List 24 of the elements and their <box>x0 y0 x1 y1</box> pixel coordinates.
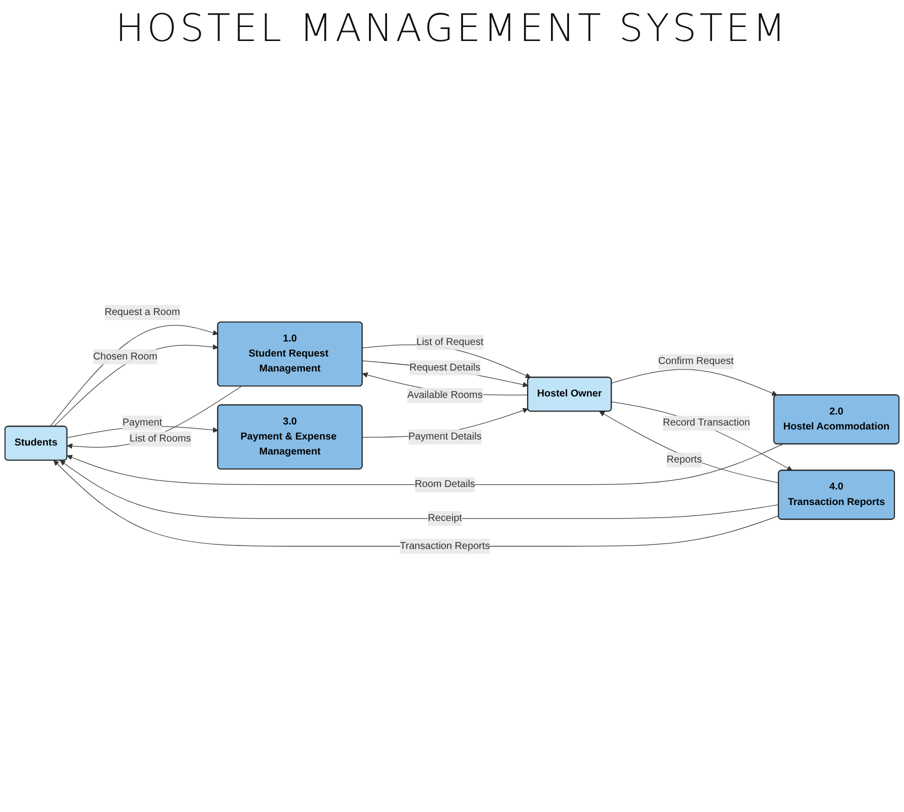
edge-label: Reports <box>666 454 702 464</box>
edge-label: Chosen Room <box>93 350 158 362</box>
arrow <box>54 460 780 546</box>
edge-label: Payment <box>122 417 162 428</box>
arrow <box>362 344 531 378</box>
edge-label: Request a Room <box>104 306 180 318</box>
diagram-title: HOSTEL MANAGEMENT SYSTEM <box>114 6 790 50</box>
arrow <box>60 460 780 519</box>
edge-label: List of Request <box>416 336 484 347</box>
edge-label: Transaction Reports <box>400 540 490 551</box>
arrow <box>53 344 218 426</box>
edge-label: Available Rooms <box>407 389 483 400</box>
edge-label: Receipt <box>428 512 462 524</box>
edge-label: Record Transaction <box>662 417 750 428</box>
edge-label: Request Details <box>409 362 480 372</box>
edge-label: Payment Details <box>408 430 482 442</box>
arrow <box>611 368 778 396</box>
edge-label: Confirm Request <box>658 356 734 366</box>
arrow <box>611 401 792 470</box>
arrow <box>66 443 784 485</box>
edge-label: List of Rooms <box>130 433 191 444</box>
arrow <box>50 324 218 426</box>
arrow <box>599 410 780 483</box>
edge-label: Room Details <box>414 478 476 490</box>
